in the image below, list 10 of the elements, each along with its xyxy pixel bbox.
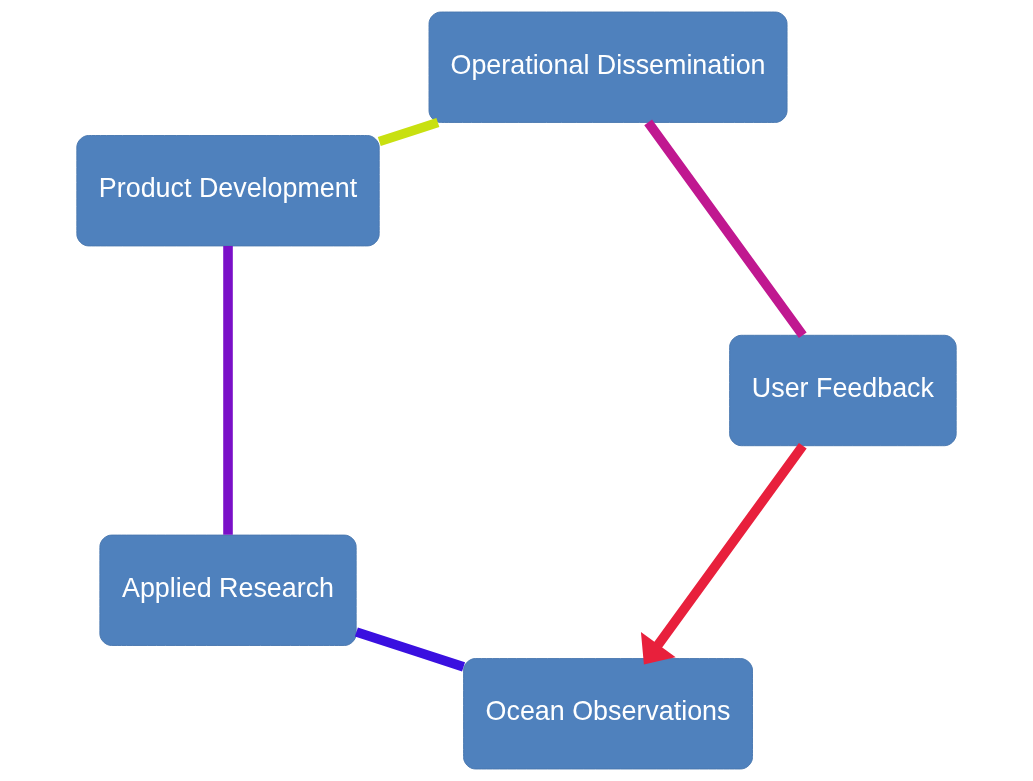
connector xyxy=(223,246,233,535)
connector xyxy=(377,117,440,147)
node-box: Product Development xyxy=(76,135,380,247)
connector xyxy=(354,627,466,672)
node-box: User Feedback xyxy=(729,334,957,447)
connector xyxy=(644,119,807,339)
node-box: Operational Dissemination xyxy=(428,11,788,123)
node-box: Applied Research xyxy=(99,534,357,646)
node-box: Ocean Observations xyxy=(463,658,753,770)
arrow xyxy=(640,442,807,665)
